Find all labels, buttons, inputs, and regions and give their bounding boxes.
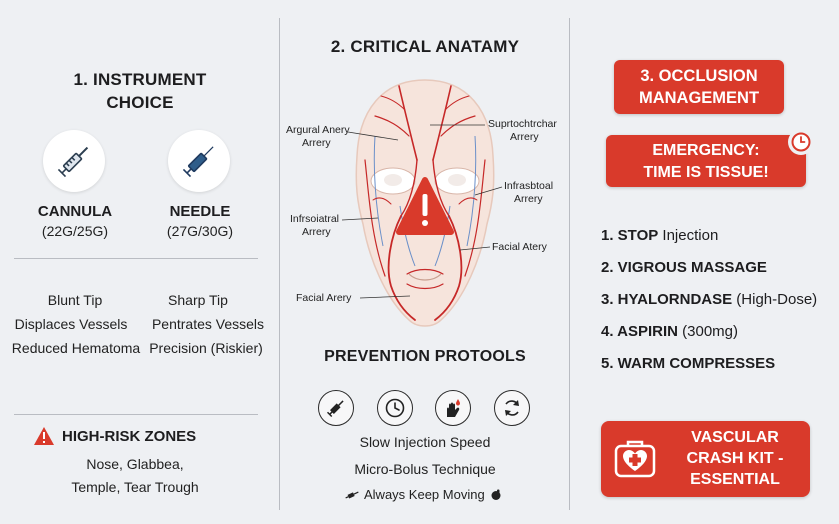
cannula-trait-1: Blunt Tip bbox=[47, 292, 103, 308]
anatomy-leader-lines bbox=[341, 124, 503, 299]
syringe-small-icon bbox=[345, 490, 359, 499]
crash-kit-label: VASCULAR CRASH KIT - ESSENTIAL bbox=[686, 429, 784, 488]
cannula-gauge: (22G/25G) bbox=[41, 223, 109, 239]
prevention-icon-syringe bbox=[318, 390, 354, 426]
occlusion-step-5: 5. WARM COMPRESSES bbox=[601, 355, 776, 372]
rotate-icon bbox=[505, 400, 519, 416]
divider-instrument-bottom bbox=[14, 414, 258, 415]
needle-gauge: (27G/30G) bbox=[166, 223, 234, 239]
artery-network bbox=[364, 85, 486, 321]
needle-icon-circle bbox=[168, 130, 230, 192]
prevention-title: PREVENTION PROTOOLS bbox=[324, 348, 526, 365]
prevention-icon-hand bbox=[435, 390, 471, 426]
occlusion-title-box: 3. OCCLUSION MANAGEMENT bbox=[614, 60, 784, 114]
label-angular-artery: Argural Anery Arrery bbox=[286, 124, 350, 149]
cannula-trait-3: Reduced Hematoma bbox=[11, 340, 141, 356]
occlusion-step-3: 3. HYALORNDASE (High-Dose) bbox=[601, 291, 818, 308]
divider-left bbox=[279, 18, 280, 510]
label-supratrochlear-artery: Suprtochtrchar Arrery bbox=[488, 118, 557, 143]
label-infraorbital-artery-left: Infrsoiatral Arrery bbox=[290, 213, 340, 238]
needle-trait-1: Sharp Tip bbox=[168, 292, 228, 308]
prevention-item-2: Micro-Bolus Technique bbox=[354, 461, 496, 477]
clock-icon bbox=[791, 132, 811, 152]
high-risk-title: HIGH-RISK ZONES bbox=[62, 428, 197, 445]
emergency-clock-badge bbox=[788, 129, 814, 155]
anatomy-title: 2. CRITICAL ANATAMY bbox=[330, 37, 520, 56]
syringe-icon bbox=[326, 400, 344, 418]
prevention-item-1: Slow Injection Speed bbox=[359, 434, 491, 450]
prevention-item-3: Always Keep Moving bbox=[345, 487, 502, 502]
high-risk-zones-line1: Nose, Glabbea, bbox=[86, 456, 184, 472]
first-aid-kit-icon bbox=[613, 437, 657, 481]
label-facial-artery-right: Facial Atery bbox=[492, 241, 547, 253]
needle-syringe-icon bbox=[182, 146, 214, 178]
divider-instrument-top bbox=[14, 258, 258, 259]
instrument-title: 1. INSTRUMENT CHOICE bbox=[73, 70, 207, 112]
cannula-trait-2: Displaces Vessels bbox=[14, 316, 128, 332]
needle-label: NEEDLE bbox=[169, 203, 231, 220]
occlusion-step-1: 1. STOP Injection bbox=[601, 227, 719, 244]
clock-icon bbox=[385, 398, 405, 418]
cannula-icon-circle bbox=[43, 130, 105, 192]
prevention-icon-clock bbox=[377, 390, 413, 426]
face-diagram bbox=[355, 79, 495, 327]
label-infraorbital-artery-right: Infrasbtoal Arrery bbox=[504, 180, 554, 205]
hand-drop-icon bbox=[447, 399, 460, 417]
emergency-box: EMERGENCY: TIME IS TISSUE! bbox=[606, 135, 806, 187]
needle-trait-3: Precision (Riskier) bbox=[149, 340, 263, 356]
nose-warning-icon bbox=[396, 177, 454, 235]
label-facial-artery-left: Facial Arery bbox=[296, 292, 352, 304]
prevention-icon-rotate bbox=[494, 390, 530, 426]
high-risk-zones-line2: Temple, Tear Trough bbox=[71, 479, 199, 495]
occlusion-step-4: 4. ASPIRIN (300mg) bbox=[601, 323, 738, 340]
thumb-icon bbox=[491, 489, 501, 500]
occlusion-step-2: 2. VIGROUS MASSAGE bbox=[601, 259, 767, 276]
mouth bbox=[408, 273, 442, 281]
crash-kit-box: VASCULAR CRASH KIT - ESSENTIAL bbox=[601, 421, 810, 497]
divider-right bbox=[569, 18, 570, 510]
cannula-label: CANNULA bbox=[37, 203, 113, 220]
warning-triangle-icon bbox=[34, 427, 54, 445]
needle-trait-2: Pentrates Vessels bbox=[151, 316, 265, 332]
cannula-syringe-icon bbox=[57, 146, 89, 178]
